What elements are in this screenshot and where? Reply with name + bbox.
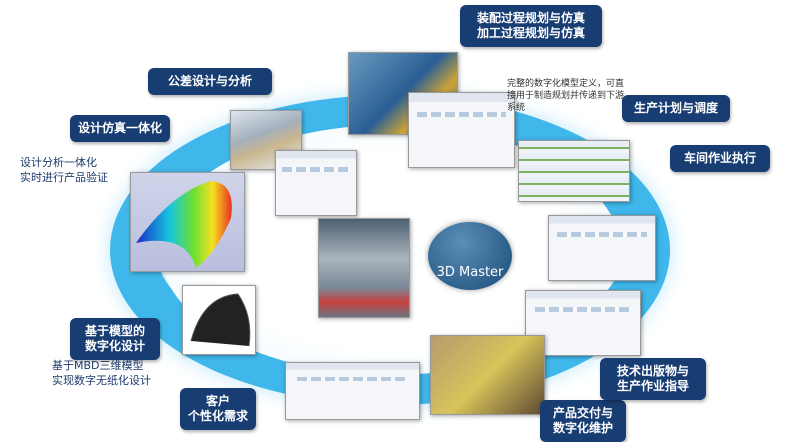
note-line: 接用于制造规划并传递到下游 — [507, 91, 625, 101]
delivery-photo — [430, 335, 545, 415]
note-model-definition: 完整的数字化模型定义，可直接用于制造规划并传递到下游系统 — [507, 78, 624, 114]
note-mbd: 基于MBD三维模型实现数字无纸化设计 — [52, 358, 151, 388]
callout-line: 客户 — [205, 394, 230, 408]
callout-tolerance: 公差设计与分析 — [148, 68, 272, 95]
callout-line: 基于模型的 — [84, 324, 145, 338]
mbd-model-screenshot — [182, 285, 256, 355]
callout-line: 产品交付与 — [552, 406, 613, 420]
tolerance-screenshot-1 — [230, 110, 302, 170]
customer-requirements-screenshot — [285, 362, 420, 420]
tolerance-screenshot-2 — [275, 150, 357, 216]
callout-line: 生产作业指导 — [616, 379, 689, 393]
note-line: 实现数字无纸化设计 — [52, 374, 151, 387]
callout-line: 技术出版物与 — [616, 364, 689, 378]
note-line: 系统 — [507, 103, 526, 113]
callout-workshop: 车间作业执行 — [670, 145, 770, 172]
callout-assembly-planning: 装配过程规划与仿真加工过程规划与仿真 — [460, 5, 602, 47]
wireframe-graphic — [190, 293, 251, 347]
note-line: 设计分析一体化 — [20, 156, 97, 169]
workshop-execution-screenshot — [548, 215, 656, 281]
callout-mbd-design: 基于模型的数字化设计 — [70, 318, 160, 360]
callout-customer: 客户个性化需求 — [180, 388, 256, 430]
callout-line: 装配过程规划与仿真 — [476, 11, 585, 25]
callout-production-plan: 生产计划与调度 — [622, 95, 730, 122]
note-line: 基于MBD三维模型 — [52, 359, 144, 372]
3d-master-badge: 3D Master — [428, 222, 512, 290]
production-schedule-screenshot — [518, 140, 630, 202]
3d-master-label: 3D Master — [436, 265, 504, 280]
callout-design-sim: 设计仿真一体化 — [70, 115, 170, 142]
factory-photo — [318, 218, 410, 318]
callout-delivery: 产品交付与数字化维护 — [540, 400, 626, 442]
model-tree-screenshot — [408, 92, 515, 168]
callout-line: 数字化维护 — [552, 421, 613, 435]
note-design-sim: 设计分析一体化实时进行产品验证 — [20, 155, 108, 185]
fea-heatmap-graphic — [136, 181, 232, 268]
note-line: 实时进行产品验证 — [20, 171, 108, 184]
callout-line: 加工过程规划与仿真 — [476, 26, 585, 40]
callout-line: 数字化设计 — [84, 339, 145, 353]
fea-screenshot — [130, 172, 245, 272]
callout-publication: 技术出版物与生产作业指导 — [600, 358, 706, 400]
note-line: 完整的数字化模型定义，可直 — [507, 79, 625, 89]
callout-line: 个性化需求 — [188, 409, 249, 423]
